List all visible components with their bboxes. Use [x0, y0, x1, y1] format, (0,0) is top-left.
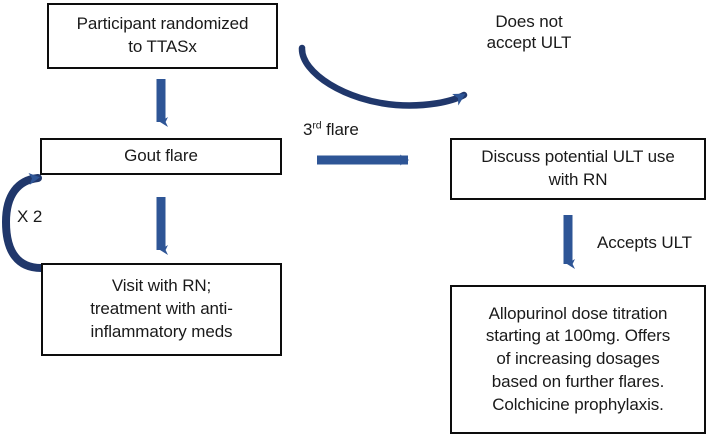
node-participant-randomized[interactable]: Participant randomized to TTASx	[47, 3, 278, 69]
third-flare-ordinal-suffix: rd	[312, 119, 322, 132]
node-discuss-ult[interactable]: Discuss potential ULT use with RN	[450, 138, 706, 200]
edge-label-loop-x2: X 2	[17, 207, 43, 226]
arrow-does-not-accept-ult	[298, 44, 468, 109]
node-gout-flare[interactable]: Gout flare	[40, 138, 282, 175]
third-flare-number: 3	[303, 120, 313, 139]
edge-label-accepts-ult: Accepts ULT	[597, 233, 692, 252]
edge-label-third-flare: 3rd flare	[303, 119, 413, 140]
node-visit-with-rn[interactable]: Visit with RN; treatment with anti- infl…	[41, 263, 282, 356]
node-allopurinol-titration[interactable]: Allopurinol dose titration starting at 1…	[450, 285, 706, 434]
third-flare-word: flare	[321, 120, 359, 139]
edge-label-does-not-accept-ult: Does not accept ULT	[486, 12, 572, 53]
